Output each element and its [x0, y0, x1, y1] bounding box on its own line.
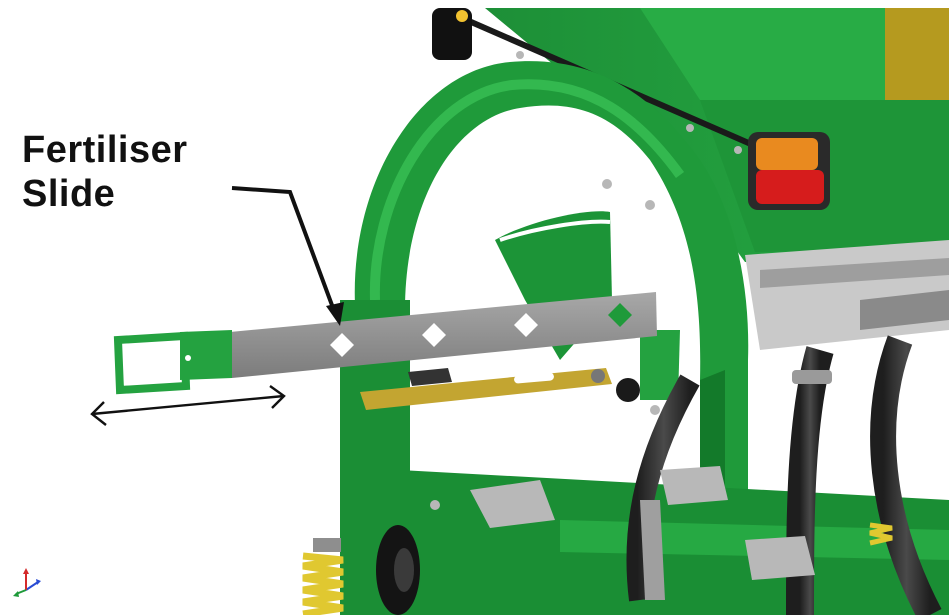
rear-lamp [748, 132, 830, 210]
slide-bracket [360, 368, 640, 410]
slide-handle [113, 330, 232, 395]
metering-rail [745, 240, 949, 350]
callout-arrow-icon [231, 186, 344, 326]
depth-wheel [376, 525, 420, 615]
fertiliser-slide-label: Fertiliser Slide [22, 128, 188, 216]
delivery-hoses [626, 335, 942, 615]
coulter-clamps [470, 466, 815, 600]
marker-lamp-left [432, 8, 472, 60]
fertiliser-slide [230, 292, 657, 378]
coulter-springs [302, 522, 893, 615]
axis-triad-icon [13, 568, 41, 597]
label-line-2: Slide [22, 173, 116, 215]
movement-arrow-icon [90, 385, 286, 426]
label-line-1: Fertiliser [22, 129, 188, 171]
